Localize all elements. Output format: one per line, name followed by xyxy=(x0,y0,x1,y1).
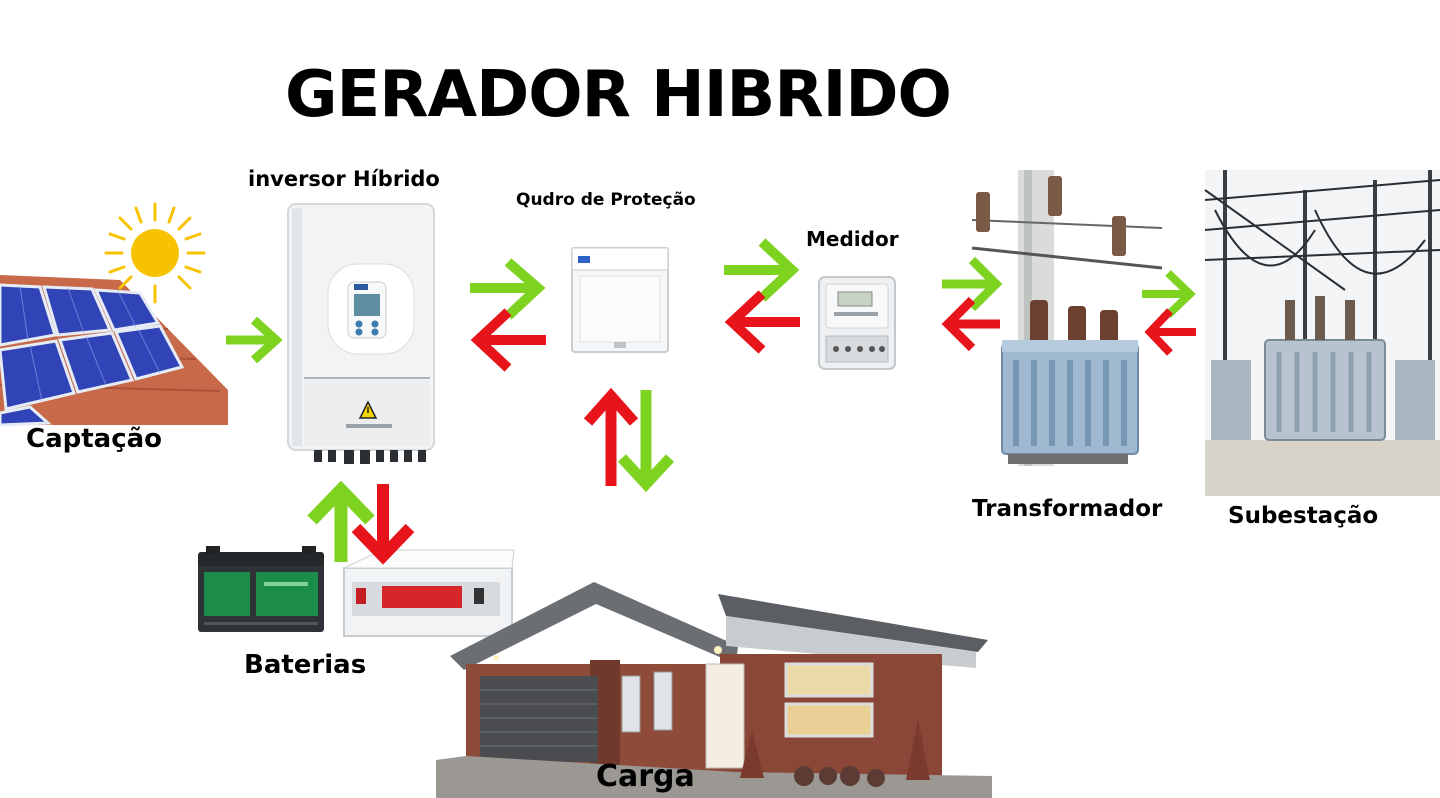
label-quadro: Qudro de Proteção xyxy=(516,190,696,210)
hybrid-inverter-image xyxy=(287,203,435,464)
energy-meter-image xyxy=(818,276,896,370)
arrow-medidor-to-quadro xyxy=(724,290,800,354)
arrow-captacao-to-inversor xyxy=(226,316,283,364)
page-title: GERADOR HIBRIDO xyxy=(285,58,952,132)
arrow-subestacao-to-transformador xyxy=(1144,308,1196,356)
sun-icon xyxy=(104,202,206,304)
arrow-quadro-to-medidor xyxy=(724,238,800,302)
arrow-medidor-to-transformador xyxy=(942,256,1003,312)
arrow-transformador-to-medidor xyxy=(941,296,1000,352)
transformer-image xyxy=(971,170,1163,466)
label-carga: Carga xyxy=(596,759,695,794)
protection-panel-image xyxy=(571,247,669,353)
arrow-carga-to-quadro xyxy=(583,387,639,486)
arrow-quadro-to-carga xyxy=(617,390,675,493)
arrow-baterias-to-inversor xyxy=(307,480,375,562)
solar-panel-roof-image xyxy=(0,275,228,427)
arrow-inversor-to-quadro xyxy=(470,258,546,320)
label-subestacao: Subestação xyxy=(1228,503,1379,529)
house-image xyxy=(436,582,992,798)
label-inversor: inversor Híbrido xyxy=(248,167,440,191)
label-transformador: Transformador xyxy=(972,496,1163,522)
lithium-battery-image xyxy=(343,549,515,637)
arrow-quadro-to-inversor xyxy=(470,308,546,372)
arrow-transformador-to-subestacao xyxy=(1142,270,1196,318)
car-battery-image xyxy=(198,546,324,632)
substation-image xyxy=(1204,170,1440,496)
label-medidor: Medidor xyxy=(806,227,899,251)
label-baterias: Baterias xyxy=(244,650,367,680)
arrow-inversor-to-baterias xyxy=(351,484,415,565)
label-captacao: Captação xyxy=(26,424,163,454)
